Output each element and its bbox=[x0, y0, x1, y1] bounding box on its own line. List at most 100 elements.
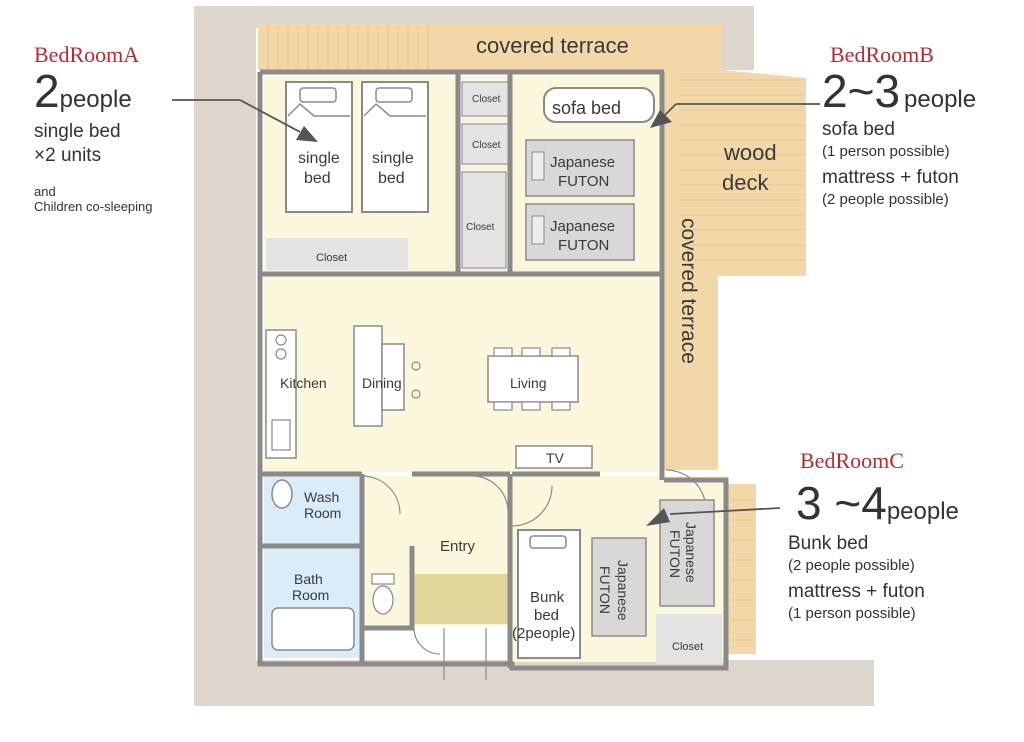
label-bunk-3: (2people) bbox=[512, 625, 575, 642]
label-closet-1: Closet bbox=[472, 94, 501, 105]
label-closet-a: Closet bbox=[316, 252, 347, 264]
bedroom-b-line1-note: (1 person possible) bbox=[822, 143, 950, 160]
toilet-tank bbox=[371, 573, 395, 585]
stove-1 bbox=[275, 334, 287, 346]
annotation-arrows bbox=[172, 99, 820, 526]
bedroom-b-count: 2~3 bbox=[822, 65, 901, 117]
bedroom-a-line1: single bed bbox=[34, 121, 121, 142]
wood-deck-planks bbox=[680, 79, 804, 261]
label-single-bed-1b: bed bbox=[304, 170, 331, 187]
label-bath-2: Room bbox=[292, 587, 329, 603]
single-bed-1-sheet bbox=[287, 102, 350, 117]
label-sofa-bed: sofa bed bbox=[552, 98, 621, 118]
bunk-bed-pillow bbox=[529, 535, 567, 549]
bedroom-c-line2-note: (1 person possible) bbox=[788, 605, 916, 622]
dining-chair-1 bbox=[411, 361, 421, 371]
label-entry: Entry bbox=[440, 538, 476, 555]
label-futon-c2-a: Japanese bbox=[683, 522, 699, 583]
label-covered-terrace-top: covered terrace bbox=[476, 33, 629, 58]
label-bunk-1: Bunk bbox=[530, 589, 565, 606]
label-single-bed-2b: bed bbox=[378, 170, 405, 187]
dining-chair-2 bbox=[411, 389, 421, 399]
closet-a bbox=[266, 238, 408, 270]
site-ground bbox=[194, 6, 256, 706]
bedroom-c-line2: mattress + futon bbox=[788, 581, 925, 602]
bedroom-b-line1: sofa bed bbox=[822, 119, 895, 140]
futon-c-1 bbox=[591, 537, 647, 637]
label-wash-1: Wash bbox=[304, 489, 339, 505]
bunk-bed bbox=[517, 529, 581, 659]
single-bed-2-sheet bbox=[363, 102, 426, 117]
kitchen-counter bbox=[265, 329, 297, 459]
bedroom-a-count: 2 bbox=[34, 65, 60, 117]
label-single-bed-1a: single bbox=[298, 150, 340, 167]
sofa-bed bbox=[543, 87, 655, 123]
label-wood: wood bbox=[723, 140, 777, 165]
stove-2 bbox=[275, 348, 287, 360]
bedroom-c-line1-note: (2 people possible) bbox=[788, 557, 915, 574]
bedroom-c-unit: people bbox=[886, 498, 959, 525]
terrace-right-c bbox=[728, 484, 756, 654]
kitchen-sink bbox=[271, 419, 291, 451]
label-tv: TV bbox=[546, 450, 565, 466]
bedroom-a-unit: people bbox=[59, 86, 132, 113]
bedroom-a-line3: and bbox=[34, 184, 56, 199]
closet-c bbox=[656, 614, 722, 664]
toilet-bowl bbox=[372, 585, 394, 615]
label-bath-1: Bath bbox=[294, 571, 323, 587]
label-covered-terrace-side: covered terrace bbox=[677, 218, 700, 364]
label-wash-2: Room bbox=[304, 505, 341, 521]
label-living: Living bbox=[510, 375, 547, 391]
label-futon-b2-b: FUTON bbox=[558, 237, 609, 254]
closet-3 bbox=[461, 171, 507, 269]
bedroom-c-title: BedRoomC bbox=[800, 448, 904, 473]
bedroom-b-line2: mattress + futon bbox=[822, 167, 959, 188]
label-bunk-2: bed bbox=[534, 607, 559, 624]
futon-b-1-pillow bbox=[531, 151, 545, 181]
label-futon-c1-a: Japanese bbox=[615, 560, 631, 621]
tv-stand bbox=[515, 445, 593, 469]
site-ground-right bbox=[720, 20, 754, 70]
label-single-bed-2a: single bbox=[372, 150, 414, 167]
single-bed-2 bbox=[361, 81, 429, 213]
bedroom-c-line1: Bunk bed bbox=[788, 533, 869, 554]
wood-deck bbox=[664, 22, 806, 470]
label-dining: Dining bbox=[362, 375, 402, 391]
closet-2 bbox=[461, 123, 509, 165]
label-futon-b1-a: Japanese bbox=[550, 154, 615, 171]
label-futon-b2-a: Japanese bbox=[550, 218, 615, 235]
bedroom-b-line2-note: (2 people possible) bbox=[822, 191, 949, 208]
living-chairs bbox=[493, 347, 571, 411]
bedroom-c-annotation: BedRoomC 3 ~4people Bunk bed (2 people p… bbox=[788, 448, 998, 624]
bathtub bbox=[271, 607, 355, 651]
label-deck: deck bbox=[722, 170, 769, 195]
label-closet-3: Closet bbox=[466, 222, 495, 233]
bedroom-c-capacity: 3 ~4people bbox=[788, 480, 998, 526]
futon-b-2-pillow bbox=[531, 215, 545, 245]
terrace-right-planks bbox=[730, 499, 754, 641]
ldk-floor bbox=[264, 276, 658, 472]
label-kitchen: Kitchen bbox=[280, 375, 327, 391]
bedroom-a-capacity: 2people bbox=[34, 68, 224, 114]
single-bed-1 bbox=[285, 81, 353, 213]
bedroom-a-line4: Children co-sleeping bbox=[34, 199, 153, 214]
single-bed-2-pillow bbox=[375, 87, 413, 103]
entry-genkan bbox=[414, 574, 510, 624]
bedroom-c-count: 3 ~4 bbox=[796, 477, 887, 529]
bedroom-b-title: BedRoomB bbox=[830, 42, 934, 67]
bedroom-b-unit: people bbox=[904, 86, 977, 113]
covered-terrace-top bbox=[258, 24, 718, 70]
futon-c-2 bbox=[659, 499, 715, 607]
walls bbox=[257, 69, 729, 671]
label-futon-c1-b: FUTON bbox=[597, 566, 613, 614]
site-ground-inner bbox=[194, 6, 754, 28]
label-closet-c: Closet bbox=[672, 641, 703, 653]
closet-1 bbox=[461, 81, 509, 117]
bedroom-a-annotation: BedRoomA 2people single bed ×2 units and… bbox=[34, 42, 224, 214]
single-bed-1-pillow bbox=[299, 87, 337, 103]
label-futon-c2-b: FUTON bbox=[667, 530, 683, 578]
label-futon-b1-b: FUTON bbox=[558, 173, 609, 190]
